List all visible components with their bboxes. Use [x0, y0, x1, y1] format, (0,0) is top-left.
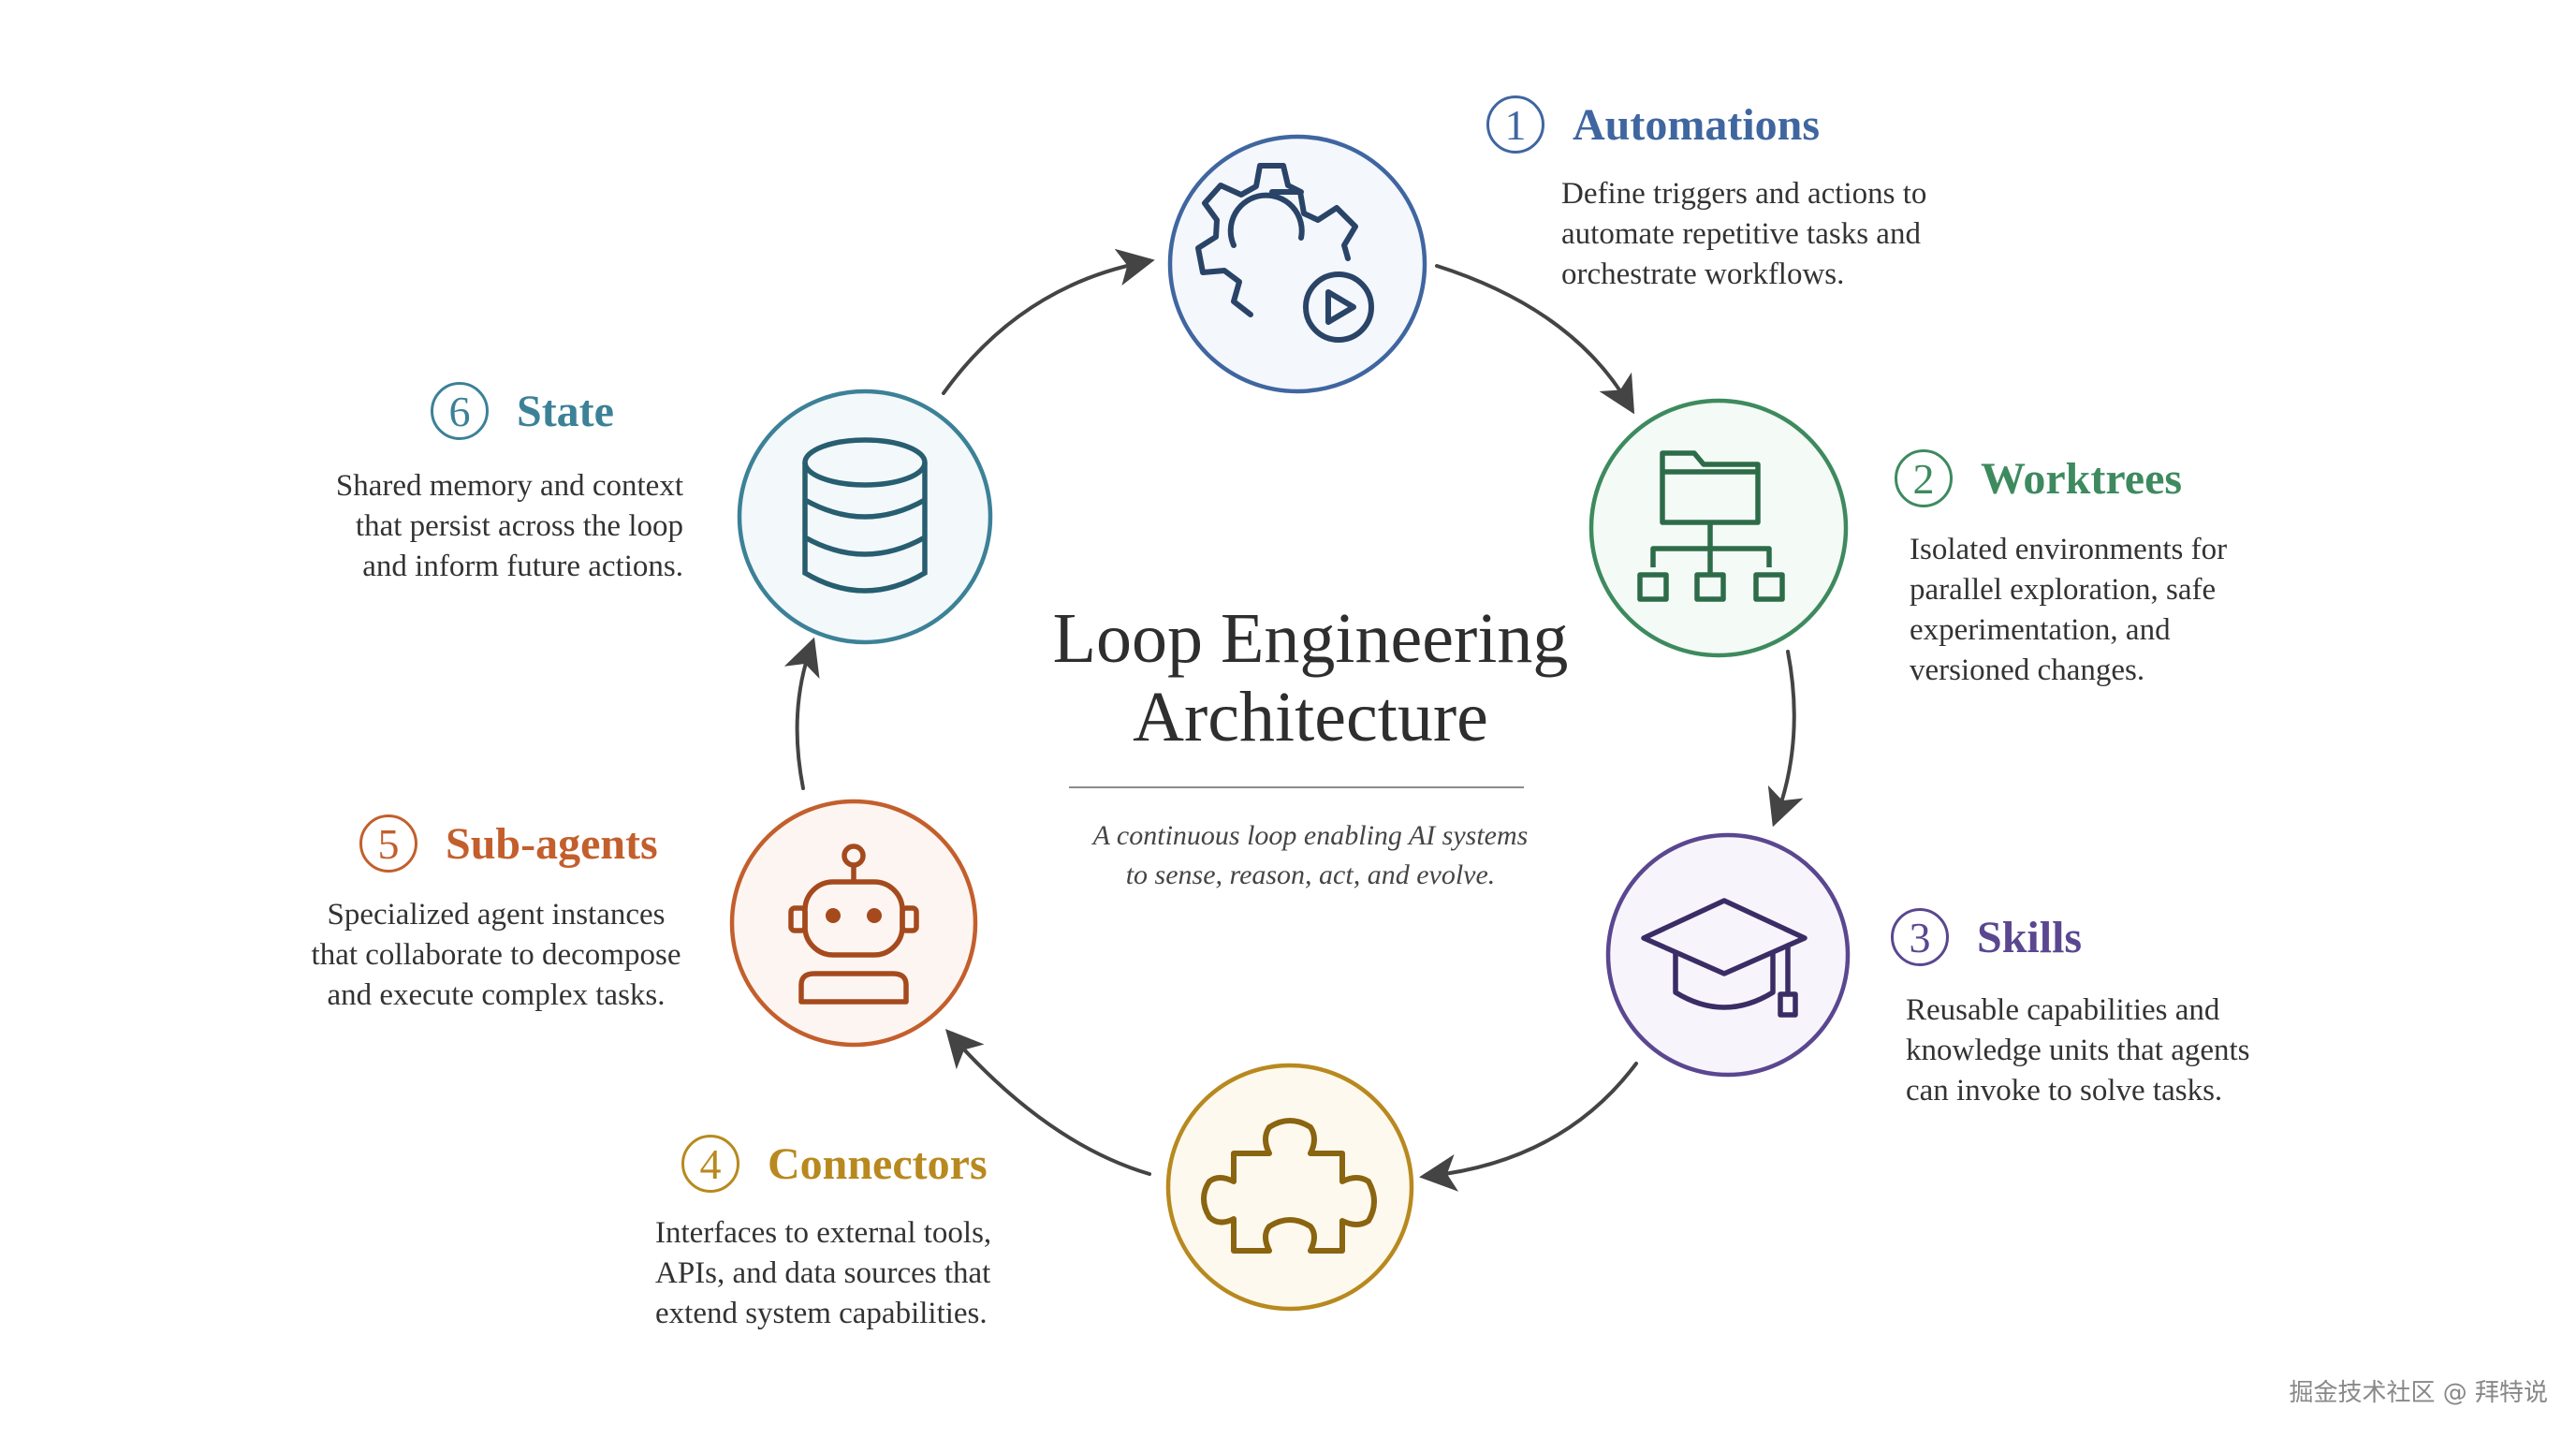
desc-line: APIs, and data sources that — [655, 1256, 991, 1290]
arrow-5-to-6 — [783, 637, 820, 790]
number-badge: 5 — [359, 814, 417, 873]
folder-tree-icon — [1637, 450, 1785, 602]
desc-line: parallel exploration, safe — [1910, 573, 2217, 607]
diagram-title: Loop Engineering Architecture — [973, 599, 1647, 756]
desc-line: knowledge units that agents — [1906, 1034, 2250, 1067]
arrow-3-to-4 — [1419, 1062, 1638, 1192]
node-connectors — [1165, 1063, 1414, 1312]
desc-line: Shared memory and context — [335, 469, 683, 503]
database-icon — [802, 437, 928, 594]
node-sub-agents — [729, 799, 978, 1048]
desc-connectors: Interfaces to external tools, APIs, and … — [655, 1213, 991, 1334]
subtitle-line-1: A continuous loop enabling AI systems — [1092, 820, 1529, 851]
loop-arrows — [783, 248, 1804, 1192]
number-badge: 3 — [1891, 908, 1949, 966]
node-skills — [1605, 832, 1851, 1078]
subtitle-line-2: to sense, reason, act, and evolve. — [1125, 859, 1496, 890]
node-state — [737, 389, 993, 645]
heading-connectors: 4 Connectors — [681, 1135, 988, 1193]
desc-line: Specialized agent instances — [327, 898, 666, 932]
number-badge: 4 — [681, 1135, 739, 1193]
desc-line: can invoke to solve tasks. — [1906, 1074, 2223, 1108]
heading-worktrees: 2 Worktrees — [1895, 449, 2182, 507]
desc-line: orchestrate workflows. — [1561, 257, 1845, 291]
desc-line: that persist across the loop — [355, 509, 683, 543]
node-title: Sub-agents — [446, 818, 658, 869]
desc-line: Isolated environments for — [1910, 533, 2228, 566]
heading-skills: 3 Skills — [1891, 908, 2082, 966]
desc-line: Interfaces to external tools, — [655, 1216, 992, 1250]
node-title: Automations — [1573, 99, 1821, 150]
desc-skills: Reusable capabilities and knowledge unit… — [1906, 990, 2250, 1111]
heading-sub-agents: 5 Sub-agents — [359, 814, 658, 873]
number-badge: 1 — [1486, 95, 1544, 154]
arrow-1-to-2 — [1435, 264, 1635, 415]
desc-line: extend system capabilities. — [655, 1297, 988, 1330]
diagram-subtitle: A continuous loop enabling AI systems to… — [992, 816, 1629, 895]
gear-play-icon — [1195, 163, 1374, 343]
title-line-2: Architecture — [1133, 678, 1488, 756]
number-badge: 6 — [431, 382, 489, 440]
desc-state: Shared memory and context that persist a… — [309, 466, 683, 587]
desc-line: Reusable capabilities and — [1906, 993, 2220, 1027]
puzzle-piece-icon — [1201, 1118, 1377, 1254]
node-worktrees — [1588, 398, 1849, 658]
title-divider — [1069, 786, 1524, 788]
node-title: Skills — [1977, 912, 2083, 962]
heading-state: 6 State — [431, 382, 614, 440]
desc-line: Define triggers and actions to — [1561, 177, 1927, 211]
desc-line: that collaborate to decompose — [311, 938, 681, 972]
title-line-1: Loop Engineering — [1052, 599, 1569, 678]
arrow-6-to-1 — [942, 248, 1155, 395]
desc-worktrees: Isolated environments for parallel explo… — [1910, 530, 2227, 691]
node-automations — [1167, 134, 1427, 394]
node-title: Connectors — [768, 1138, 988, 1189]
desc-automations: Define triggers and actions to automate … — [1561, 174, 1926, 295]
desc-line: and inform future actions. — [362, 550, 683, 583]
desc-line: and execute complex tasks. — [327, 978, 666, 1012]
desc-sub-agents: Specialized agent instances that collabo… — [309, 895, 683, 1016]
graduation-cap-icon — [1641, 898, 1808, 1018]
arrow-4-to-5 — [944, 1029, 1151, 1176]
desc-line: versioned changes. — [1910, 653, 2145, 687]
robot-icon — [788, 844, 919, 1005]
arrow-2-to-3 — [1767, 650, 1804, 828]
number-badge: 2 — [1895, 449, 1953, 507]
watermark: 掘金技术社区 @ 拜特说 — [2289, 1379, 2548, 1407]
heading-automations: 1 Automations — [1486, 95, 1820, 154]
desc-line: experimentation, and — [1910, 613, 2171, 647]
node-title: State — [517, 386, 614, 436]
node-title: Worktrees — [1981, 453, 2183, 504]
desc-line: automate repetitive tasks and — [1561, 217, 1921, 251]
